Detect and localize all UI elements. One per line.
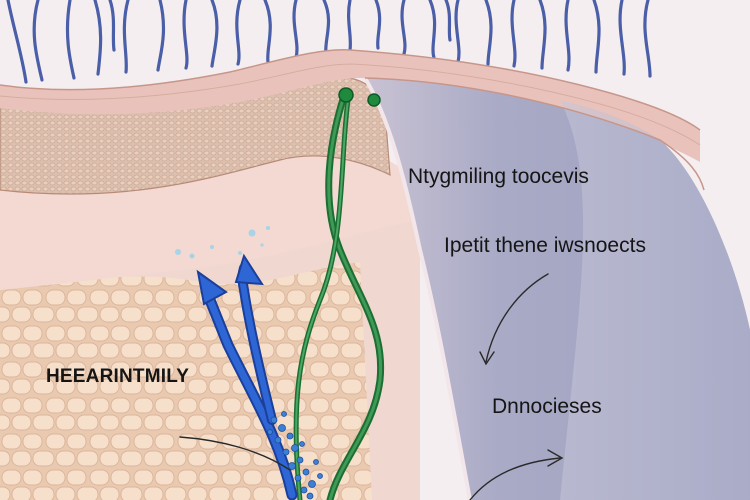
label-lower-right: Dnnocieses [492,395,602,418]
epidermis-band [0,49,700,162]
label-top-right: Ntygmiling toocevis [408,165,589,188]
dermis-stippled-layer [0,77,390,195]
nerve-ending-dot [367,93,381,107]
hair-strands [6,0,652,84]
nerve-ending-dot [338,87,354,103]
signal-arrows [196,253,298,500]
leader-line-left [179,436,291,471]
leader-line-lower [469,457,561,500]
dermis-lower-band [0,146,420,290]
granule-cluster [267,411,323,500]
label-middle-right: Ipetit thene iwsnoects [444,234,646,257]
label-left: HEEARINTMILY [46,366,190,387]
sensory-particles [175,226,270,259]
leader-lines [179,273,564,500]
leader-line-middle [485,273,549,363]
nerve-fiber [293,92,385,500]
